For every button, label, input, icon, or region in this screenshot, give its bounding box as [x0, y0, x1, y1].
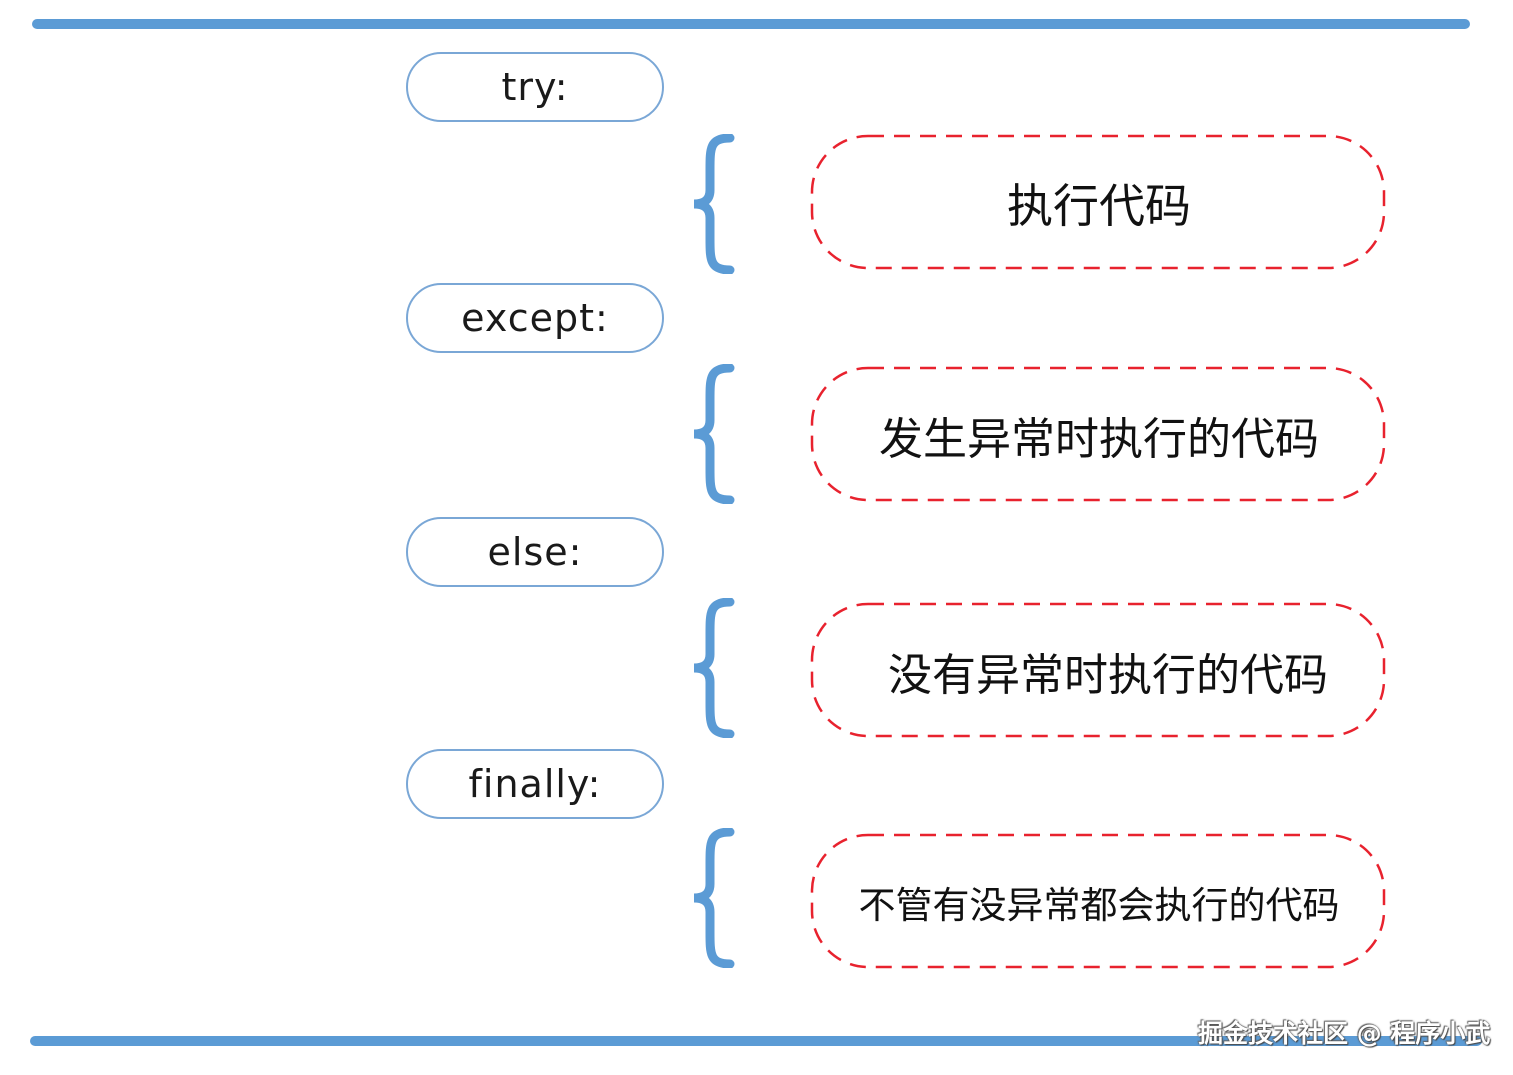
- brace-icon: [693, 828, 735, 968]
- description-try: 执行代码: [1007, 179, 1191, 233]
- top-rule: [32, 19, 1470, 29]
- keyword-box-else: else:: [406, 517, 664, 587]
- description-else: 没有异常时执行的代码: [888, 650, 1328, 701]
- description-finally: 不管有没异常都会执行的代码: [858, 884, 1340, 927]
- keyword-box-except: except:: [406, 283, 664, 353]
- brace-icon: [693, 598, 735, 738]
- dashed-box-else-body: [810, 602, 1386, 738]
- dashed-box-try-body: [810, 134, 1386, 270]
- keyword-label: except:: [461, 296, 609, 340]
- keyword-label: try:: [501, 65, 569, 109]
- description-except: 发生异常时执行的代码: [879, 414, 1319, 465]
- dashed-box-except-body: [810, 366, 1386, 502]
- dashed-box-finally-body: [810, 833, 1386, 969]
- keyword-box-finally: finally:: [406, 749, 664, 819]
- keyword-box-try: try:: [406, 52, 664, 122]
- brace-icon: [693, 364, 735, 504]
- brace-icon: [693, 134, 735, 274]
- keyword-label: finally:: [468, 762, 602, 806]
- watermark: 掘金技术社区 @ 程序小武: [1198, 1019, 1491, 1048]
- keyword-label: else:: [487, 530, 583, 574]
- bottom-rule: [30, 1036, 1482, 1046]
